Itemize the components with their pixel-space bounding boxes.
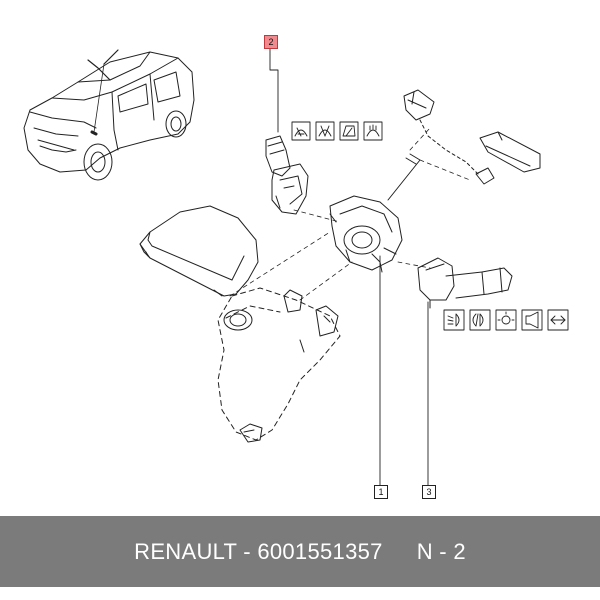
rear-wiper-icon <box>315 121 335 141</box>
callout-item-2: 2 <box>264 35 278 49</box>
callout-item-3: 3 <box>422 485 436 499</box>
wiper-stalk-switch <box>265 135 309 215</box>
front-wiper-icon <box>291 121 311 141</box>
horn-icon <box>521 309 543 331</box>
vehicle-thumbnail <box>23 49 195 181</box>
column-upper-cover <box>139 205 259 297</box>
page-label: N - 2 <box>416 538 466 564</box>
callout-item-1: 1 <box>374 485 388 499</box>
low-beam-icon <box>443 309 465 331</box>
column-lower-shroud <box>217 287 341 441</box>
fog-light-icon <box>469 309 491 331</box>
wiper-icons-row <box>291 121 383 141</box>
wiring-connector-lower <box>475 131 541 185</box>
lower-shroud-details <box>223 289 339 443</box>
light-icons-row <box>443 309 569 331</box>
washer-icon <box>363 121 383 141</box>
windscreen-wiper-icon <box>339 121 359 141</box>
leader-line-2 <box>269 47 279 133</box>
assembly-guide-lines <box>229 127 471 301</box>
wiring-harness <box>419 119 479 175</box>
part-label: RENAULT - 6001551357 <box>134 538 383 564</box>
wiring-connector-upper <box>403 89 435 121</box>
indicator-icon <box>547 309 569 331</box>
part-number-footer: RENAULT - 6001551357 N - 2 <box>0 516 600 587</box>
side-light-icon <box>495 309 517 331</box>
steering-column-switch-block <box>329 153 421 273</box>
light-stalk-switch <box>417 257 513 309</box>
exploded-parts-diagram <box>23 47 569 487</box>
